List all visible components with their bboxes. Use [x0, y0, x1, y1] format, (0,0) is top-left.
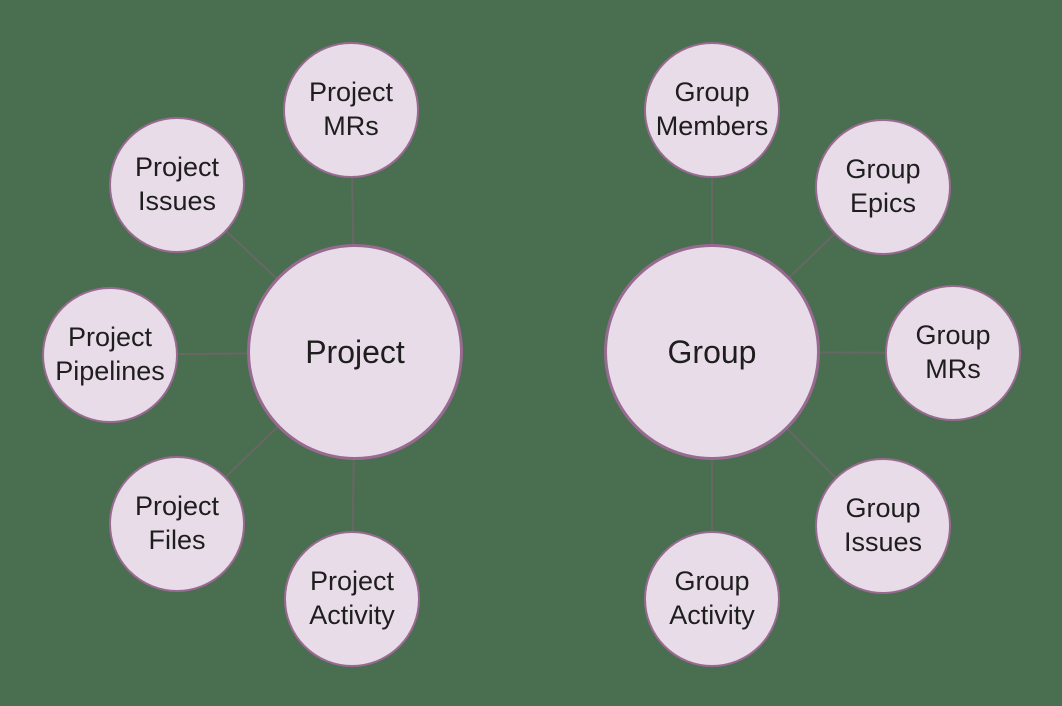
node-label: Project Activity — [309, 566, 395, 630]
node-project-activity: Project Activity — [284, 531, 420, 667]
node-project-mrs: Project MRs — [283, 42, 419, 178]
node-project-pipelines: Project Pipelines — [42, 287, 178, 423]
node-label: Project Files — [134, 491, 220, 555]
node-project-hub: Project — [247, 244, 463, 460]
node-group-hub: Group — [604, 244, 820, 460]
node-label: Project Issues — [134, 152, 220, 216]
node-label: Group Issues — [843, 493, 923, 557]
node-label: Project Pipelines — [55, 322, 165, 386]
node-label: Group MRs — [915, 320, 991, 384]
node-label: Group — [667, 334, 757, 370]
node-label: Project — [305, 334, 405, 370]
node-group-activity: Group Activity — [644, 531, 780, 667]
node-group-epics: Group Epics — [815, 119, 951, 255]
node-project-issues: Project Issues — [109, 117, 245, 253]
node-group-issues: Group Issues — [815, 458, 951, 594]
node-label: Group Members — [655, 77, 769, 141]
node-project-files: Project Files — [109, 456, 245, 592]
node-group-members: Group Members — [644, 42, 780, 178]
node-group-mrs: Group MRs — [885, 285, 1021, 421]
node-label: Group Activity — [669, 566, 755, 630]
node-label: Group Epics — [845, 154, 921, 218]
node-label: Project MRs — [308, 77, 394, 141]
